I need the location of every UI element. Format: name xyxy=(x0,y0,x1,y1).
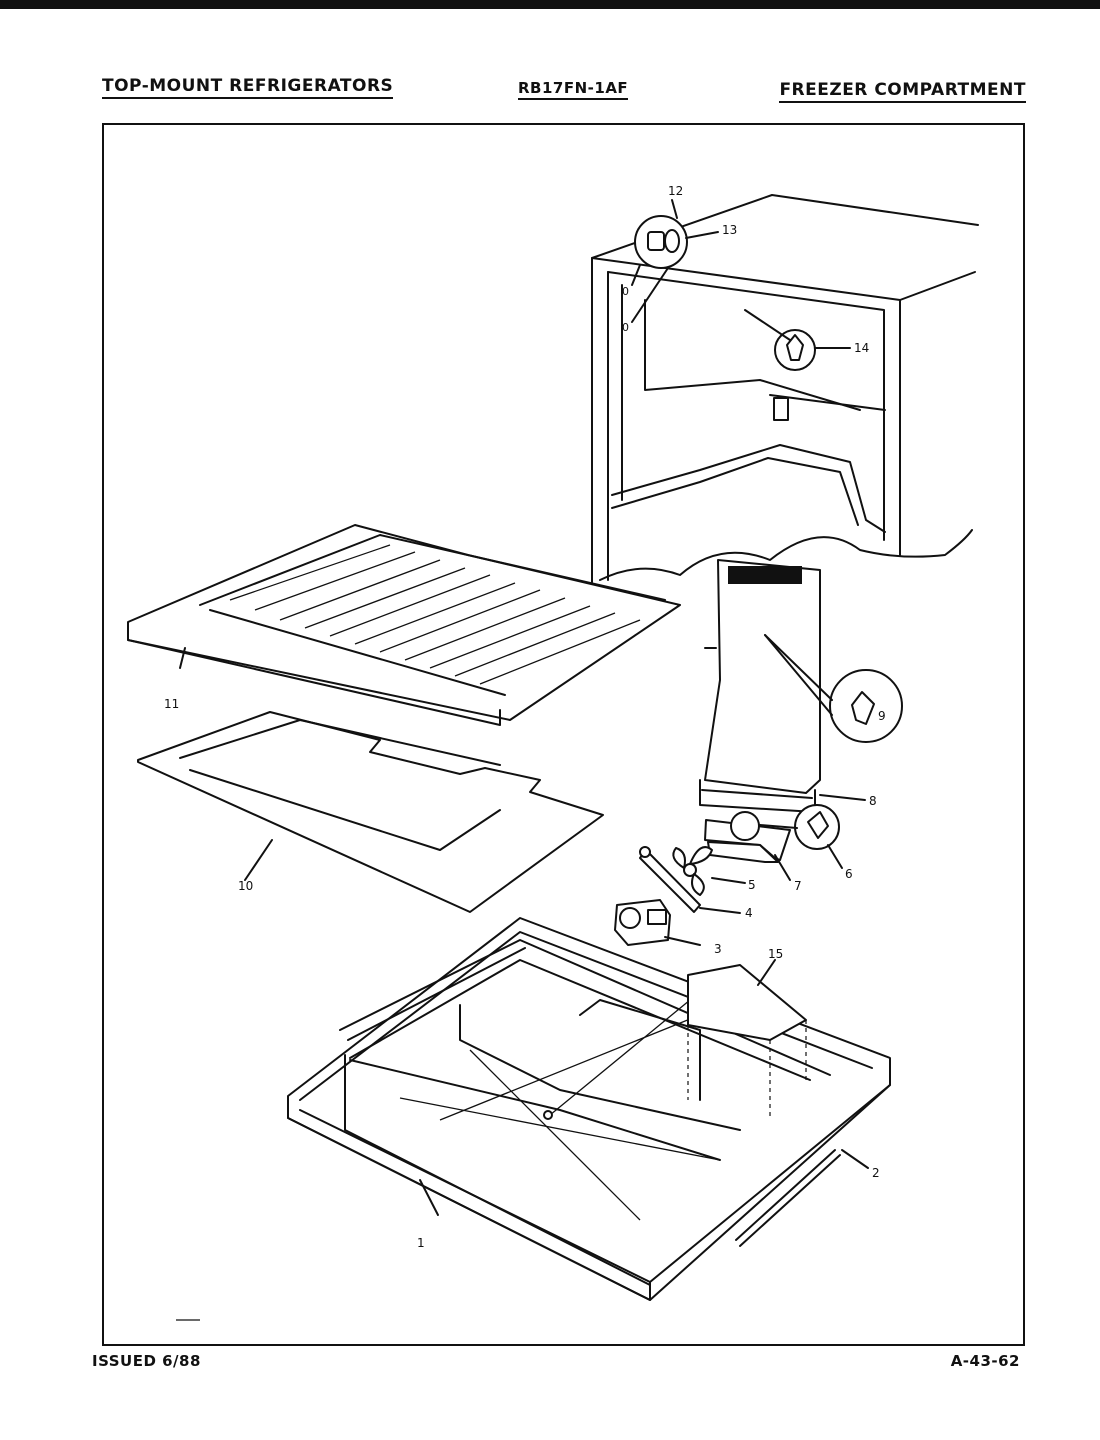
mark-zero-lower: 0 xyxy=(622,321,629,334)
diagram-frame xyxy=(102,123,1025,1346)
callout-8: 8 xyxy=(869,794,877,808)
callout-6: 6 xyxy=(845,867,853,881)
page-code: A-43-62 xyxy=(950,1352,1020,1370)
top-edge-bar xyxy=(0,0,1100,9)
callout-5: 5 xyxy=(748,878,756,892)
model-number: RB17FN-1AF xyxy=(518,79,629,100)
product-line-title: TOP-MOUNT REFRIGERATORS xyxy=(102,76,394,99)
callout-12: 12 xyxy=(668,184,684,198)
callout-13: 13 xyxy=(722,223,738,237)
callout-7: 7 xyxy=(794,879,802,893)
freezer-pan-illustration xyxy=(287,917,891,1301)
callout-10: 10 xyxy=(238,879,254,893)
callout-9: 9 xyxy=(878,709,886,723)
cabinet-illustration xyxy=(591,194,979,583)
callout-3: 3 xyxy=(714,942,722,956)
callout-1: 1 xyxy=(417,1236,425,1250)
issue-date: ISSUED 6/88 xyxy=(92,1352,201,1370)
section-title: FREEZER COMPARTMENT xyxy=(779,80,1026,103)
fan-assembly-illustration xyxy=(614,804,843,946)
callout-15: 15 xyxy=(768,947,784,961)
freezer-shelf-illustration xyxy=(127,524,681,726)
air-duct-illustration xyxy=(699,559,903,813)
callout-2: 2 xyxy=(872,1166,880,1180)
callout-14: 14 xyxy=(854,341,870,355)
mark-zero-upper: 0 xyxy=(622,285,629,298)
callout-11: 11 xyxy=(164,697,180,711)
insulation-panel-illustration xyxy=(137,711,604,913)
callout-4: 4 xyxy=(745,906,753,920)
